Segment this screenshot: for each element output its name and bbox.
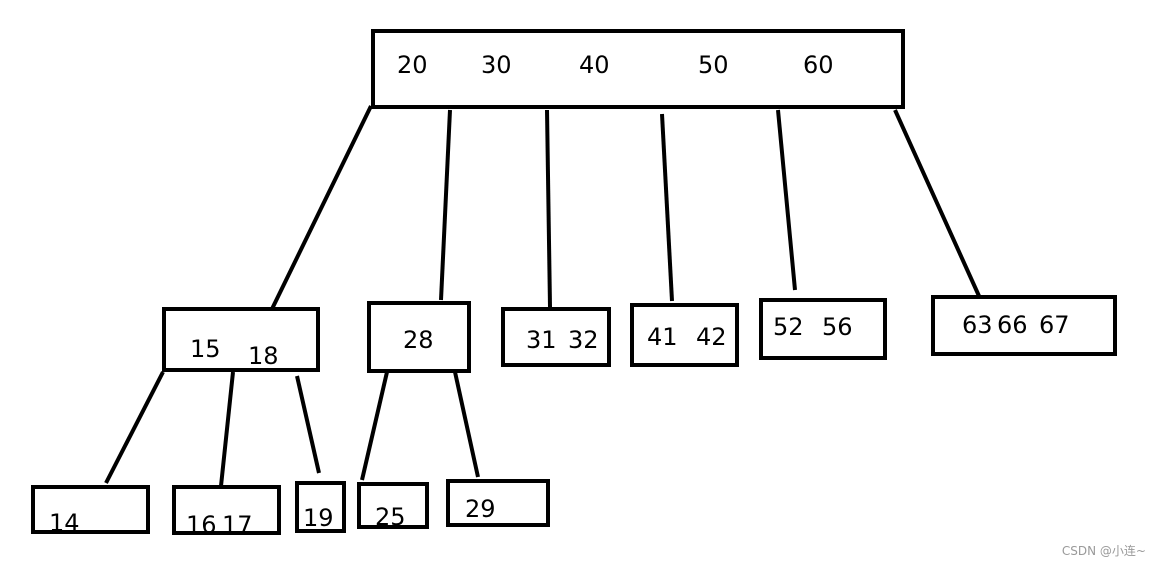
level1-node <box>367 301 471 373</box>
node-key: 32 <box>568 326 599 354</box>
node-key: 41 <box>647 323 678 351</box>
node-key: 29 <box>465 495 496 523</box>
node-key: 56 <box>822 313 853 341</box>
level1-node <box>630 303 739 367</box>
level1-node <box>931 295 1117 356</box>
edge-root-child-3 <box>545 109 552 308</box>
node-key: 17 <box>222 511 253 539</box>
edge-root-child-4 <box>660 113 674 302</box>
root-key: 40 <box>579 51 610 79</box>
root-key: 20 <box>397 51 428 79</box>
node-key: 25 <box>375 503 406 531</box>
root-key: 30 <box>481 51 512 79</box>
node-key: 52 <box>773 313 804 341</box>
node-key: 16 <box>186 511 217 539</box>
edge-15-18-child-2 <box>219 371 235 487</box>
node-key: 15 <box>190 335 221 363</box>
node-key: 31 <box>526 326 557 354</box>
node-key: 18 <box>248 342 279 370</box>
level1-node <box>501 307 611 367</box>
level1-node <box>162 307 320 372</box>
edge-root-child-1 <box>269 105 373 312</box>
edge-root-child-6 <box>893 109 981 297</box>
node-key: 67 <box>1039 311 1070 339</box>
node-key: 66 <box>997 311 1028 339</box>
watermark-label: CSDN @小连~ <box>1061 544 1146 558</box>
level2-node <box>295 481 346 533</box>
node-key: 42 <box>696 323 727 351</box>
level2-node <box>357 482 429 529</box>
root-key: 50 <box>698 51 729 79</box>
level2-node <box>31 485 150 534</box>
edge-15-18-child-1 <box>104 371 165 484</box>
root-node <box>371 29 905 109</box>
edge-28-child-1 <box>360 371 389 481</box>
edge-root-child-2 <box>439 109 452 301</box>
edge-root-child-5 <box>776 109 797 291</box>
root-key: 60 <box>803 51 834 79</box>
node-key: 14 <box>49 509 80 537</box>
level2-node <box>172 485 281 535</box>
level1-node <box>759 298 887 360</box>
node-key: 63 <box>962 311 993 339</box>
node-key: 19 <box>303 504 334 532</box>
edge-15-18-child-3 <box>295 375 321 474</box>
edge-28-child-2 <box>453 371 480 478</box>
level2-node <box>446 479 550 527</box>
node-key: 28 <box>403 326 434 354</box>
